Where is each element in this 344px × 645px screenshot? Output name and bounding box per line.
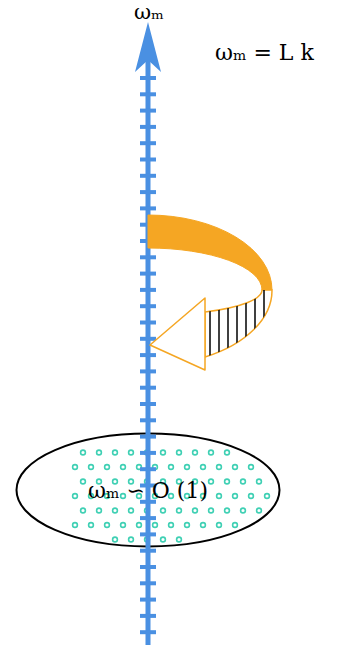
axis-tick	[140, 272, 156, 276]
axis-tick	[140, 174, 156, 178]
axis-tick	[140, 451, 156, 455]
axis-tick	[140, 321, 156, 325]
axis-tick	[140, 402, 156, 406]
axis-tick	[140, 565, 156, 569]
axis-tick	[140, 141, 156, 145]
hatch-line	[263, 285, 265, 365]
axis-tick	[140, 125, 156, 129]
axis-tick	[140, 206, 156, 210]
relation-label: ωₘ = L k	[215, 40, 314, 65]
axis-tick	[140, 369, 156, 373]
hatch-line	[254, 285, 256, 365]
axis-tick	[140, 516, 156, 520]
axis-tick	[140, 255, 156, 259]
axis-tick	[140, 630, 156, 634]
ellipse-text: ωₘ ∽ O (1)	[15, 478, 281, 503]
axis-tick	[140, 598, 156, 602]
hatch-line	[218, 285, 220, 365]
axis-tick	[140, 337, 156, 341]
axis-tick	[140, 92, 156, 96]
axis-tick	[140, 386, 156, 390]
axis-tick	[140, 532, 156, 536]
hatch-line	[209, 285, 211, 365]
axis-label: ωₘ	[134, 0, 164, 24]
rotation-arrow	[148, 215, 272, 370]
axis-tick	[140, 76, 156, 80]
hatch-line	[227, 285, 229, 365]
axis-tick	[140, 614, 156, 618]
axis-tick	[140, 467, 156, 471]
axis-tick	[140, 109, 156, 113]
axis-arrowhead	[135, 22, 161, 72]
axis-tick	[140, 418, 156, 422]
axis-tick	[140, 190, 156, 194]
axis-tick	[140, 158, 156, 162]
hatch-line	[245, 285, 247, 365]
axis-tick	[140, 304, 156, 308]
axis-tick	[140, 549, 156, 553]
axis-tick	[140, 581, 156, 585]
axis-tick	[140, 435, 156, 439]
hatch-line	[236, 285, 238, 365]
axis-tick	[140, 353, 156, 357]
axis-line	[146, 60, 151, 645]
axis-ticks	[140, 78, 156, 632]
axis-tick	[140, 288, 156, 292]
